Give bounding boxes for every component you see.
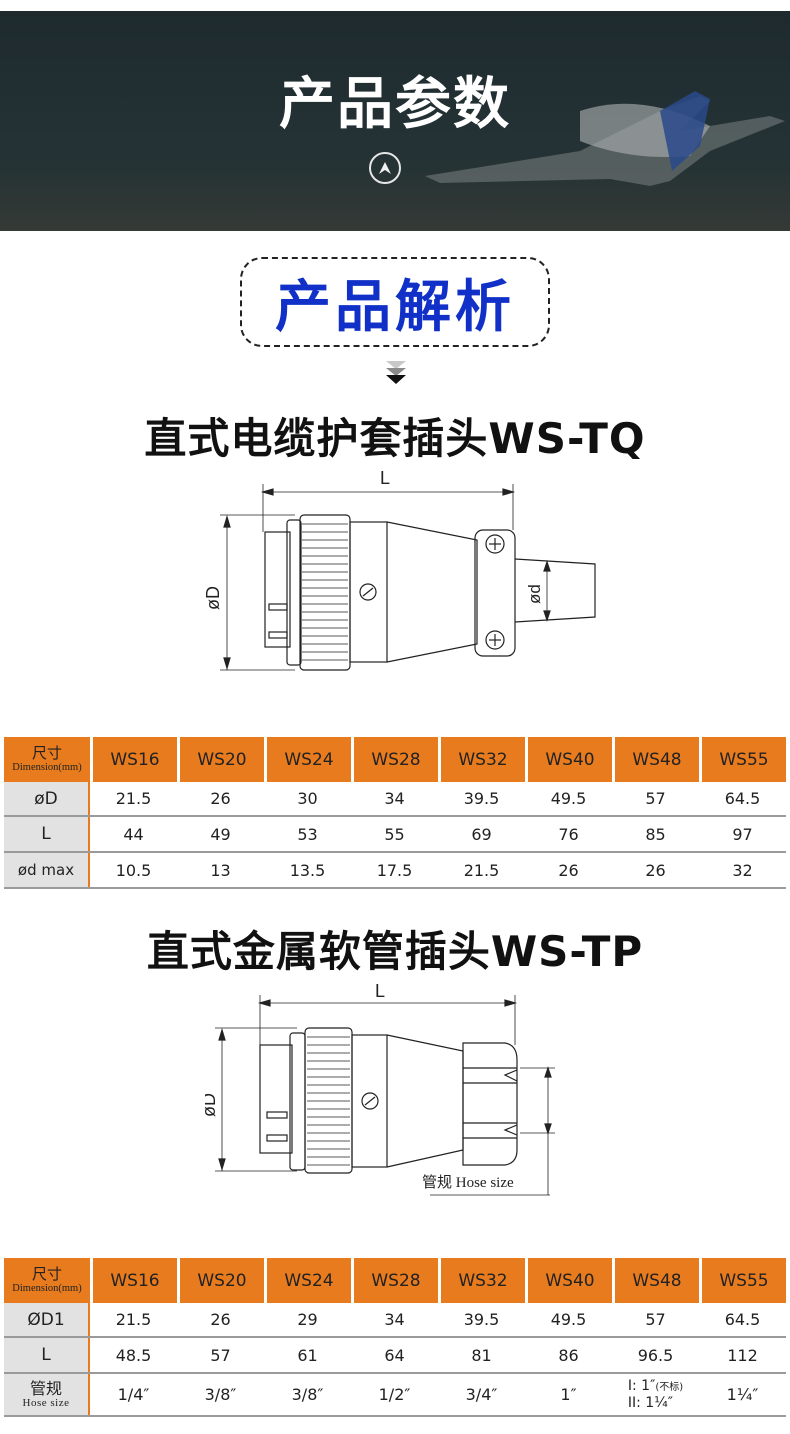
hero-banner: 产品参数 xyxy=(0,11,790,231)
banner-title: 产品参数 xyxy=(279,72,511,137)
col-header: WS55 xyxy=(702,737,786,782)
col-header: WS20 xyxy=(180,737,264,782)
label-L: L xyxy=(380,468,390,488)
hose-size-label: 管规 Hose size xyxy=(422,1174,514,1191)
product-title-ws-tq: 直式电缆护套插头WS-TQ xyxy=(144,414,646,463)
col-header: WS40 xyxy=(528,737,612,782)
row-label: 管规 Hose size xyxy=(4,1374,90,1415)
row-label: ØD1 xyxy=(4,1303,90,1336)
banner-haze xyxy=(0,171,790,231)
col-header: WS40 xyxy=(528,1258,612,1303)
col-header: WS28 xyxy=(354,1258,438,1303)
table-row: L 44 49 53 55 69 76 85 97 xyxy=(4,817,786,853)
section-heading: 产品解析 xyxy=(275,274,515,340)
header-dimension: 尺寸 Dimension(mm) xyxy=(4,737,90,782)
col-header: WS24 xyxy=(267,1258,351,1303)
svg-text:ød: ød xyxy=(525,584,544,604)
col-header: WS28 xyxy=(354,737,438,782)
scroll-up-button[interactable] xyxy=(369,152,401,184)
header-dimension: 尺寸 Dimension(mm) xyxy=(4,1258,90,1303)
col-header: WS20 xyxy=(180,1258,264,1303)
table-row: 管规 Hose size 1/4″ 3/8″ 3/8″ 1/2″ 3/4″ 1″… xyxy=(4,1374,786,1417)
row-label: L xyxy=(4,817,90,851)
spec-table-ws-tq: 尺寸 Dimension(mm) WS16 WS20 WS24 WS28 WS3… xyxy=(4,737,786,889)
table-header-row: 尺寸 Dimension(mm) WS16 WS20 WS24 WS28 WS3… xyxy=(4,1258,786,1303)
triple-chevron-down-icon xyxy=(386,361,406,384)
ws-tp-dimension-drawing: L øD 管规 Hose size xyxy=(205,981,555,1196)
row-label: ød max xyxy=(4,853,90,887)
col-header: WS48 xyxy=(615,737,699,782)
row-label: L xyxy=(4,1338,90,1372)
svg-text:øD: øD xyxy=(205,586,223,610)
chevron-up-icon xyxy=(379,162,391,174)
spec-table-ws-tp: 尺寸 Dimension(mm) WS16 WS20 WS24 WS28 WS3… xyxy=(4,1258,786,1417)
col-header: WS48 xyxy=(615,1258,699,1303)
table-row: øD 21.5 26 30 34 39.5 49.5 57 64.5 xyxy=(4,782,786,817)
col-header: WS16 xyxy=(93,737,177,782)
svg-text:L: L xyxy=(375,981,385,1001)
table-row: ØD1 21.5 26 29 34 39.5 49.5 57 64.5 xyxy=(4,1303,786,1338)
col-header: WS32 xyxy=(441,1258,525,1303)
col-header: WS16 xyxy=(93,1258,177,1303)
product-title-ws-tp: 直式金属软管插头WS-TP xyxy=(146,927,644,976)
table-row: ød max 10.5 13 13.5 17.5 21.5 26 26 32 xyxy=(4,853,786,889)
svg-text:øD: øD xyxy=(205,1093,219,1117)
section-heading-box: 产品解析 xyxy=(240,257,550,347)
ws48-hose-cell: I: 1″(不标) II: 1¼″ xyxy=(627,1378,684,1411)
row-label: øD xyxy=(4,782,90,815)
ws-tq-dimension-drawing: L øD ød xyxy=(205,468,596,671)
col-header: WS55 xyxy=(702,1258,786,1303)
airplane-image xyxy=(425,91,785,186)
table-header-row: 尺寸 Dimension(mm) WS16 WS20 WS24 WS28 WS3… xyxy=(4,737,786,782)
col-header: WS32 xyxy=(441,737,525,782)
col-header: WS24 xyxy=(267,737,351,782)
table-row: L 48.5 57 61 64 81 86 96.5 112 xyxy=(4,1338,786,1374)
